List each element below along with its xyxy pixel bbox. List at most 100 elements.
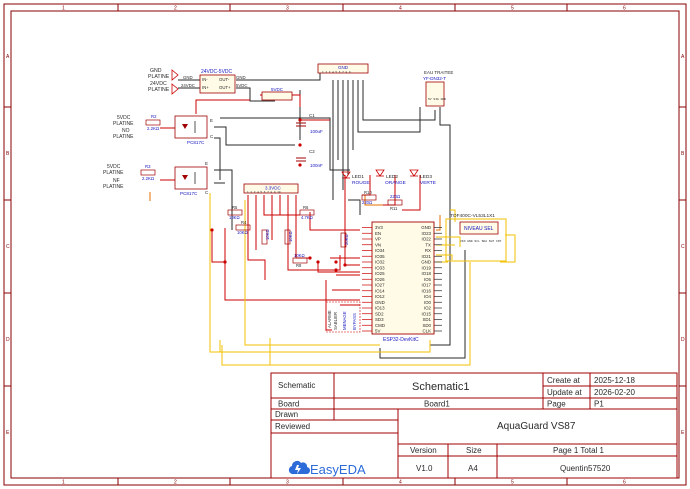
esp32-left-pin: IO14 xyxy=(375,288,385,293)
esp32-left-pin: SD3 xyxy=(375,317,384,322)
svg-text:EAU TRAITEE: EAU TRAITEE xyxy=(424,70,453,75)
create-label: Create at xyxy=(547,376,581,385)
esp32-left-pin: IO12 xyxy=(375,294,385,299)
row-label-a: A xyxy=(6,54,10,60)
svg-text:ALARME: ALARME xyxy=(327,310,332,328)
page-value: P1 xyxy=(594,400,604,409)
esp32-left-pin: VN xyxy=(375,242,381,247)
project-title: AquaGuard VS87 xyxy=(497,421,576,432)
junction-dots xyxy=(210,118,347,272)
esp32-left-pin: IO26 xyxy=(375,277,385,282)
wires-black xyxy=(178,73,466,359)
frame-labels: 1 2 3 4 5 6 1 2 3 4 5 6 A B C D E A B C … xyxy=(6,6,685,486)
resistor-r4: R4 10KΩ xyxy=(235,220,251,235)
svg-text:R2: R2 xyxy=(151,114,157,119)
svg-text:VIN GND SCL SDA SHT INT: VIN GND SCL SDA SHT INT xyxy=(460,240,502,243)
row-label-c: C xyxy=(6,244,10,250)
esp32-left-pin: SD2 xyxy=(375,311,384,316)
svg-text:4.7KΩ: 4.7KΩ xyxy=(301,215,313,220)
author: Quentin57520 xyxy=(560,464,611,473)
size-value: A4 xyxy=(468,464,478,473)
led2-orange: LED2 ORANGE xyxy=(375,169,406,186)
led3-green: LED3 VERTE xyxy=(409,169,436,186)
svg-text:E: E xyxy=(210,118,213,123)
esp32-left-pin: IO13 xyxy=(375,306,385,311)
esp32-left-pin: CMD xyxy=(375,323,385,328)
svg-text:5VDC: 5VDC xyxy=(107,164,121,170)
capacitor-c1: C1 100uF xyxy=(296,113,323,134)
esp32-right-pin: CLK xyxy=(422,329,431,334)
led1-red: LED1 ROUGE xyxy=(341,171,370,186)
optocoupler-2: 5VDC PLATINE NF PLATINE R3 2.2KΩ PC817C … xyxy=(103,161,209,196)
resistor-r10: R10 220Ω xyxy=(361,190,377,205)
row-label-c-right: C xyxy=(681,244,685,250)
row-label-b: B xyxy=(6,151,10,157)
svg-text:10KΩ: 10KΩ xyxy=(237,230,248,235)
esp32-right-pin: GND xyxy=(421,225,431,230)
svg-text:C: C xyxy=(210,134,214,139)
svg-text:5V SIG GND: 5V SIG GND xyxy=(428,98,446,101)
svg-text:GND: GND xyxy=(236,75,246,80)
water-flow-sensor: EAU TRAITEE YF-DN32-T 5V SIG GND xyxy=(423,70,453,107)
esp32-left-pin: GND xyxy=(375,300,385,305)
svg-text:R6: R6 xyxy=(303,205,309,210)
svg-text:C1: C1 xyxy=(309,113,315,118)
svg-text:LED3: LED3 xyxy=(420,174,432,180)
svg-text:MENAGE: MENAGE xyxy=(342,311,347,330)
esp32-left-pin: EN xyxy=(375,231,381,236)
svg-text:GND: GND xyxy=(338,65,349,70)
svg-text:VERTE: VERTE xyxy=(420,180,436,186)
esp32-left-pin: IO25 xyxy=(375,271,385,276)
esp32-left-pin: IO35 xyxy=(375,254,385,259)
col-label-1: 1 xyxy=(62,6,65,12)
esp32-right-pin: TX xyxy=(425,242,431,247)
schematic-value: Schematic1 xyxy=(412,381,469,393)
svg-text:10KΩ: 10KΩ xyxy=(229,215,240,220)
svg-text:R3: R3 xyxy=(145,164,151,169)
esp32-right-pin: SD0 xyxy=(422,323,431,328)
svg-text:220Ω: 220Ω xyxy=(362,200,372,205)
svg-text:IN-: IN- xyxy=(202,77,208,82)
esp32-right-pin: GND xyxy=(421,260,431,265)
svg-text:NIVEAU SEL: NIVEAU SEL xyxy=(464,226,494,232)
svg-text:PC817C: PC817C xyxy=(187,140,205,145)
row-label-e-right: E xyxy=(681,430,685,436)
svg-text:PLATINE: PLATINE xyxy=(113,121,134,127)
svg-text:24VDC-5VDC: 24VDC-5VDC xyxy=(201,69,233,75)
row-label-e: E xyxy=(6,430,10,436)
wires-yellow xyxy=(209,193,516,366)
gnd-bus-connector: GND 1 2 3 4 5 6 7 8 9 xyxy=(317,63,369,74)
svg-text:R8: R8 xyxy=(296,263,302,268)
svg-text:PC817C: PC817C xyxy=(180,191,198,196)
svg-text:ROUGE: ROUGE xyxy=(352,180,370,186)
esp32-right-pin: IO22 xyxy=(421,237,431,242)
switch-group: ALARME SABLIER MENAGE BYPASS xyxy=(325,301,361,333)
esp32-right-pin: IO21 xyxy=(421,254,431,259)
easyeda-logo: EasyEDA xyxy=(288,460,366,477)
esp32-right-pin: IO18 xyxy=(421,271,431,276)
col-label-5-bottom: 5 xyxy=(511,480,514,486)
resistor-r7: 10KΩ xyxy=(284,229,293,245)
svg-text:5VDC: 5VDC xyxy=(271,87,284,92)
drawn-label: Drawn xyxy=(275,410,298,419)
svg-text:C: C xyxy=(205,190,209,195)
row-label-a-right: A xyxy=(681,54,685,60)
svg-text:GND: GND xyxy=(183,75,193,80)
reviewed-label: Reviewed xyxy=(275,422,310,431)
v33-bus-connector: 3.3VDC 1 2 3 4 5 6 7 8 9 10 xyxy=(243,183,299,194)
svg-text:220Ω: 220Ω xyxy=(390,194,400,199)
svg-text:PLATINE: PLATINE xyxy=(148,87,170,93)
svg-text:PLATINE: PLATINE xyxy=(148,74,170,80)
esp32-devkit: ESP32-DevKitC 3V3ENVPVNIO34IO35IO32IO33I… xyxy=(362,221,442,343)
version-label: Version xyxy=(410,446,437,455)
svg-text:E: E xyxy=(205,161,208,166)
col-label-6: 6 xyxy=(623,6,626,12)
svg-text:LED2: LED2 xyxy=(386,174,398,180)
resistor-r8: 10KΩ R8 xyxy=(292,253,308,268)
power-converter: 24VDC-5VDC IN- IN+ OUT- OUT+ GND 24VDC G… xyxy=(181,69,247,94)
optocoupler-1: 5VDC PLATINE NO PLATINE R2 2.2KΩ PC817C … xyxy=(113,114,214,145)
svg-text:ORANGE: ORANGE xyxy=(385,180,406,186)
version-value: V1.0 xyxy=(416,464,433,473)
svg-text:YF-DN32-T: YF-DN32-T xyxy=(423,76,446,81)
svg-text:PLATINE: PLATINE xyxy=(103,170,124,176)
